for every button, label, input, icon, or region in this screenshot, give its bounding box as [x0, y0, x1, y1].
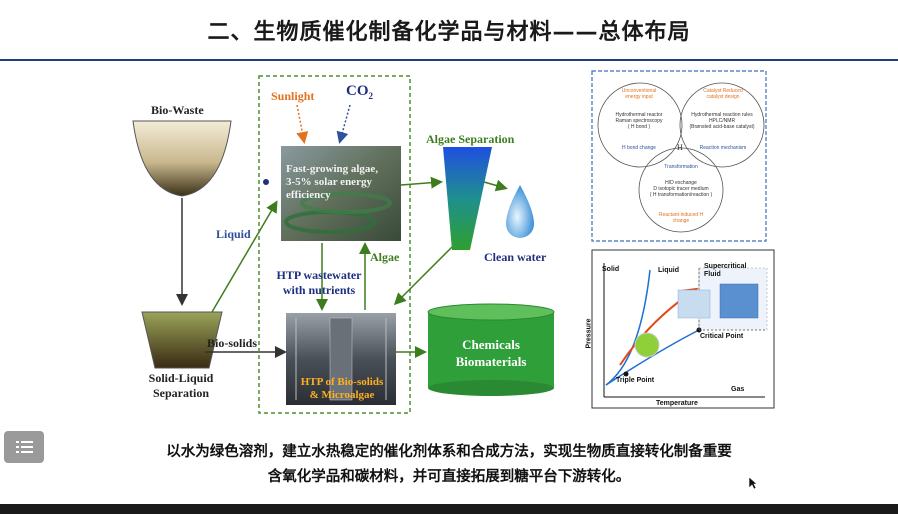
venn-center-label: H — [677, 143, 683, 152]
menu-icon — [16, 441, 33, 453]
venn-circle2-body: Hydrothermal reaction rules HPLC/NMR (Br… — [689, 112, 755, 130]
arrow-liquid — [211, 200, 278, 313]
co2-subscript: 2 — [368, 91, 374, 101]
phase-liquid-label: Liquid — [658, 267, 679, 274]
phase-solid-label: Solid — [602, 266, 620, 273]
htp-wastewater-label: HTP wastewater with nutrients — [276, 268, 362, 297]
bullet-dot — [263, 179, 269, 185]
separation-label: Solid-Liquid Separation — [148, 371, 214, 400]
venn-circle1-title: Unconventional energy input — [621, 88, 657, 100]
menu-button[interactable] — [4, 431, 44, 463]
caption-text: 以水为绿色溶剂，建立水热稳定的催化剂体系和合成方法，实现生物质直接转化制备重要 … — [0, 440, 898, 490]
arrow-co2 — [336, 104, 351, 144]
venn-circle-2 — [679, 82, 765, 168]
clean-water-label: Clean water — [484, 250, 547, 264]
venn-circle1-foot: H bond change — [622, 145, 656, 151]
venn-panel — [591, 70, 767, 242]
chemicals-cylinder — [428, 312, 554, 388]
liquid-label: Liquid — [216, 227, 251, 241]
cursor-icon — [748, 476, 758, 490]
arrow-algae-return — [393, 246, 453, 306]
page-title: 二、生物质催化制备化学品与材料——总体布局 — [207, 20, 691, 45]
phase-triple-label: Triple Point — [616, 377, 655, 384]
phase-xlabel: Temperature — [656, 400, 698, 407]
phase-supercritical-label: Supercritical Fluid — [704, 263, 747, 278]
htp-photo-caption: HTP of Bio-solids & Microalgae — [300, 376, 384, 401]
bio-waste-bowl — [132, 120, 232, 197]
venn-circle-1 — [597, 82, 683, 168]
venn-circle1-body: Hydrothermal reactor Raman spectroscopy … — [615, 112, 663, 130]
separation-cup — [141, 311, 223, 369]
caption-line-1: 以水为绿色溶剂，建立水热稳定的催化剂体系和合成方法，实现生物质直接转化制备重要 — [166, 444, 732, 460]
bio-solids-label: Bio-solids — [207, 336, 258, 350]
algae-separation-label: Algae Separation — [426, 132, 515, 146]
venn-circle3-foot: Reactant-induced H change — [658, 212, 704, 224]
co2-label: CO2 — [346, 83, 373, 101]
title-underline — [0, 59, 898, 61]
sunlight-label: Sunlight — [271, 89, 315, 103]
water-drop-icon — [506, 185, 534, 238]
bottom-bar — [0, 504, 898, 514]
venn-circle2-title: Catalyst Reduced catalyst design — [703, 88, 743, 100]
venn-circle3-body: H/D exchange D isotopic tracer medium ( … — [649, 180, 713, 198]
phase-gas-label: Gas — [731, 386, 745, 393]
venn-circle3-title: Transformation — [664, 164, 698, 170]
phase-critical-label: Critical Point — [700, 333, 744, 340]
caption-line-2: 含氧化学品和碳材料，并可直接拓展到糖平台下游转化。 — [267, 469, 631, 485]
algae-separation-funnel — [443, 147, 492, 250]
arrow-sunlight — [296, 104, 309, 144]
algae-photo-caption: Fast-growing algae, 3-5% solar energy ef… — [286, 163, 379, 201]
co2-text: CO — [346, 83, 369, 99]
arrow-to-clean-water — [483, 179, 508, 192]
venn-circle-3 — [638, 147, 724, 233]
algae-label: Algae — [370, 250, 400, 264]
bio-waste-label: Bio-Waste — [151, 103, 204, 117]
phase-ylabel: Pressure — [585, 318, 593, 349]
solid-liquid-curve — [605, 269, 651, 386]
venn-circle2-foot: Reaction mechanism — [699, 145, 747, 151]
chemicals-label: Chemicals Biomaterials — [455, 337, 527, 369]
liquid-gas-curve — [605, 329, 700, 386]
arrow-to-algae-separation — [400, 176, 443, 189]
htp-algae-box — [258, 75, 411, 414]
